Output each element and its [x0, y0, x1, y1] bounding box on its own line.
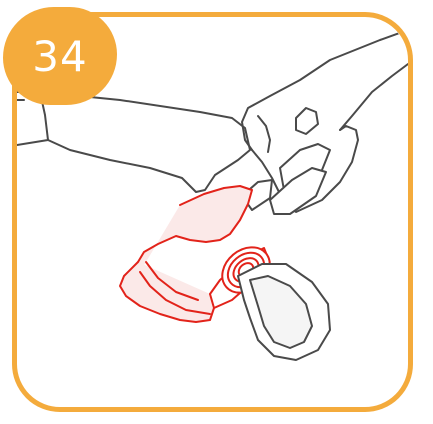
step-number-badge: 34 [3, 7, 117, 105]
hand-illustration [242, 30, 408, 214]
strap-tail-shape [238, 264, 330, 360]
step-number: 34 [3, 7, 117, 105]
